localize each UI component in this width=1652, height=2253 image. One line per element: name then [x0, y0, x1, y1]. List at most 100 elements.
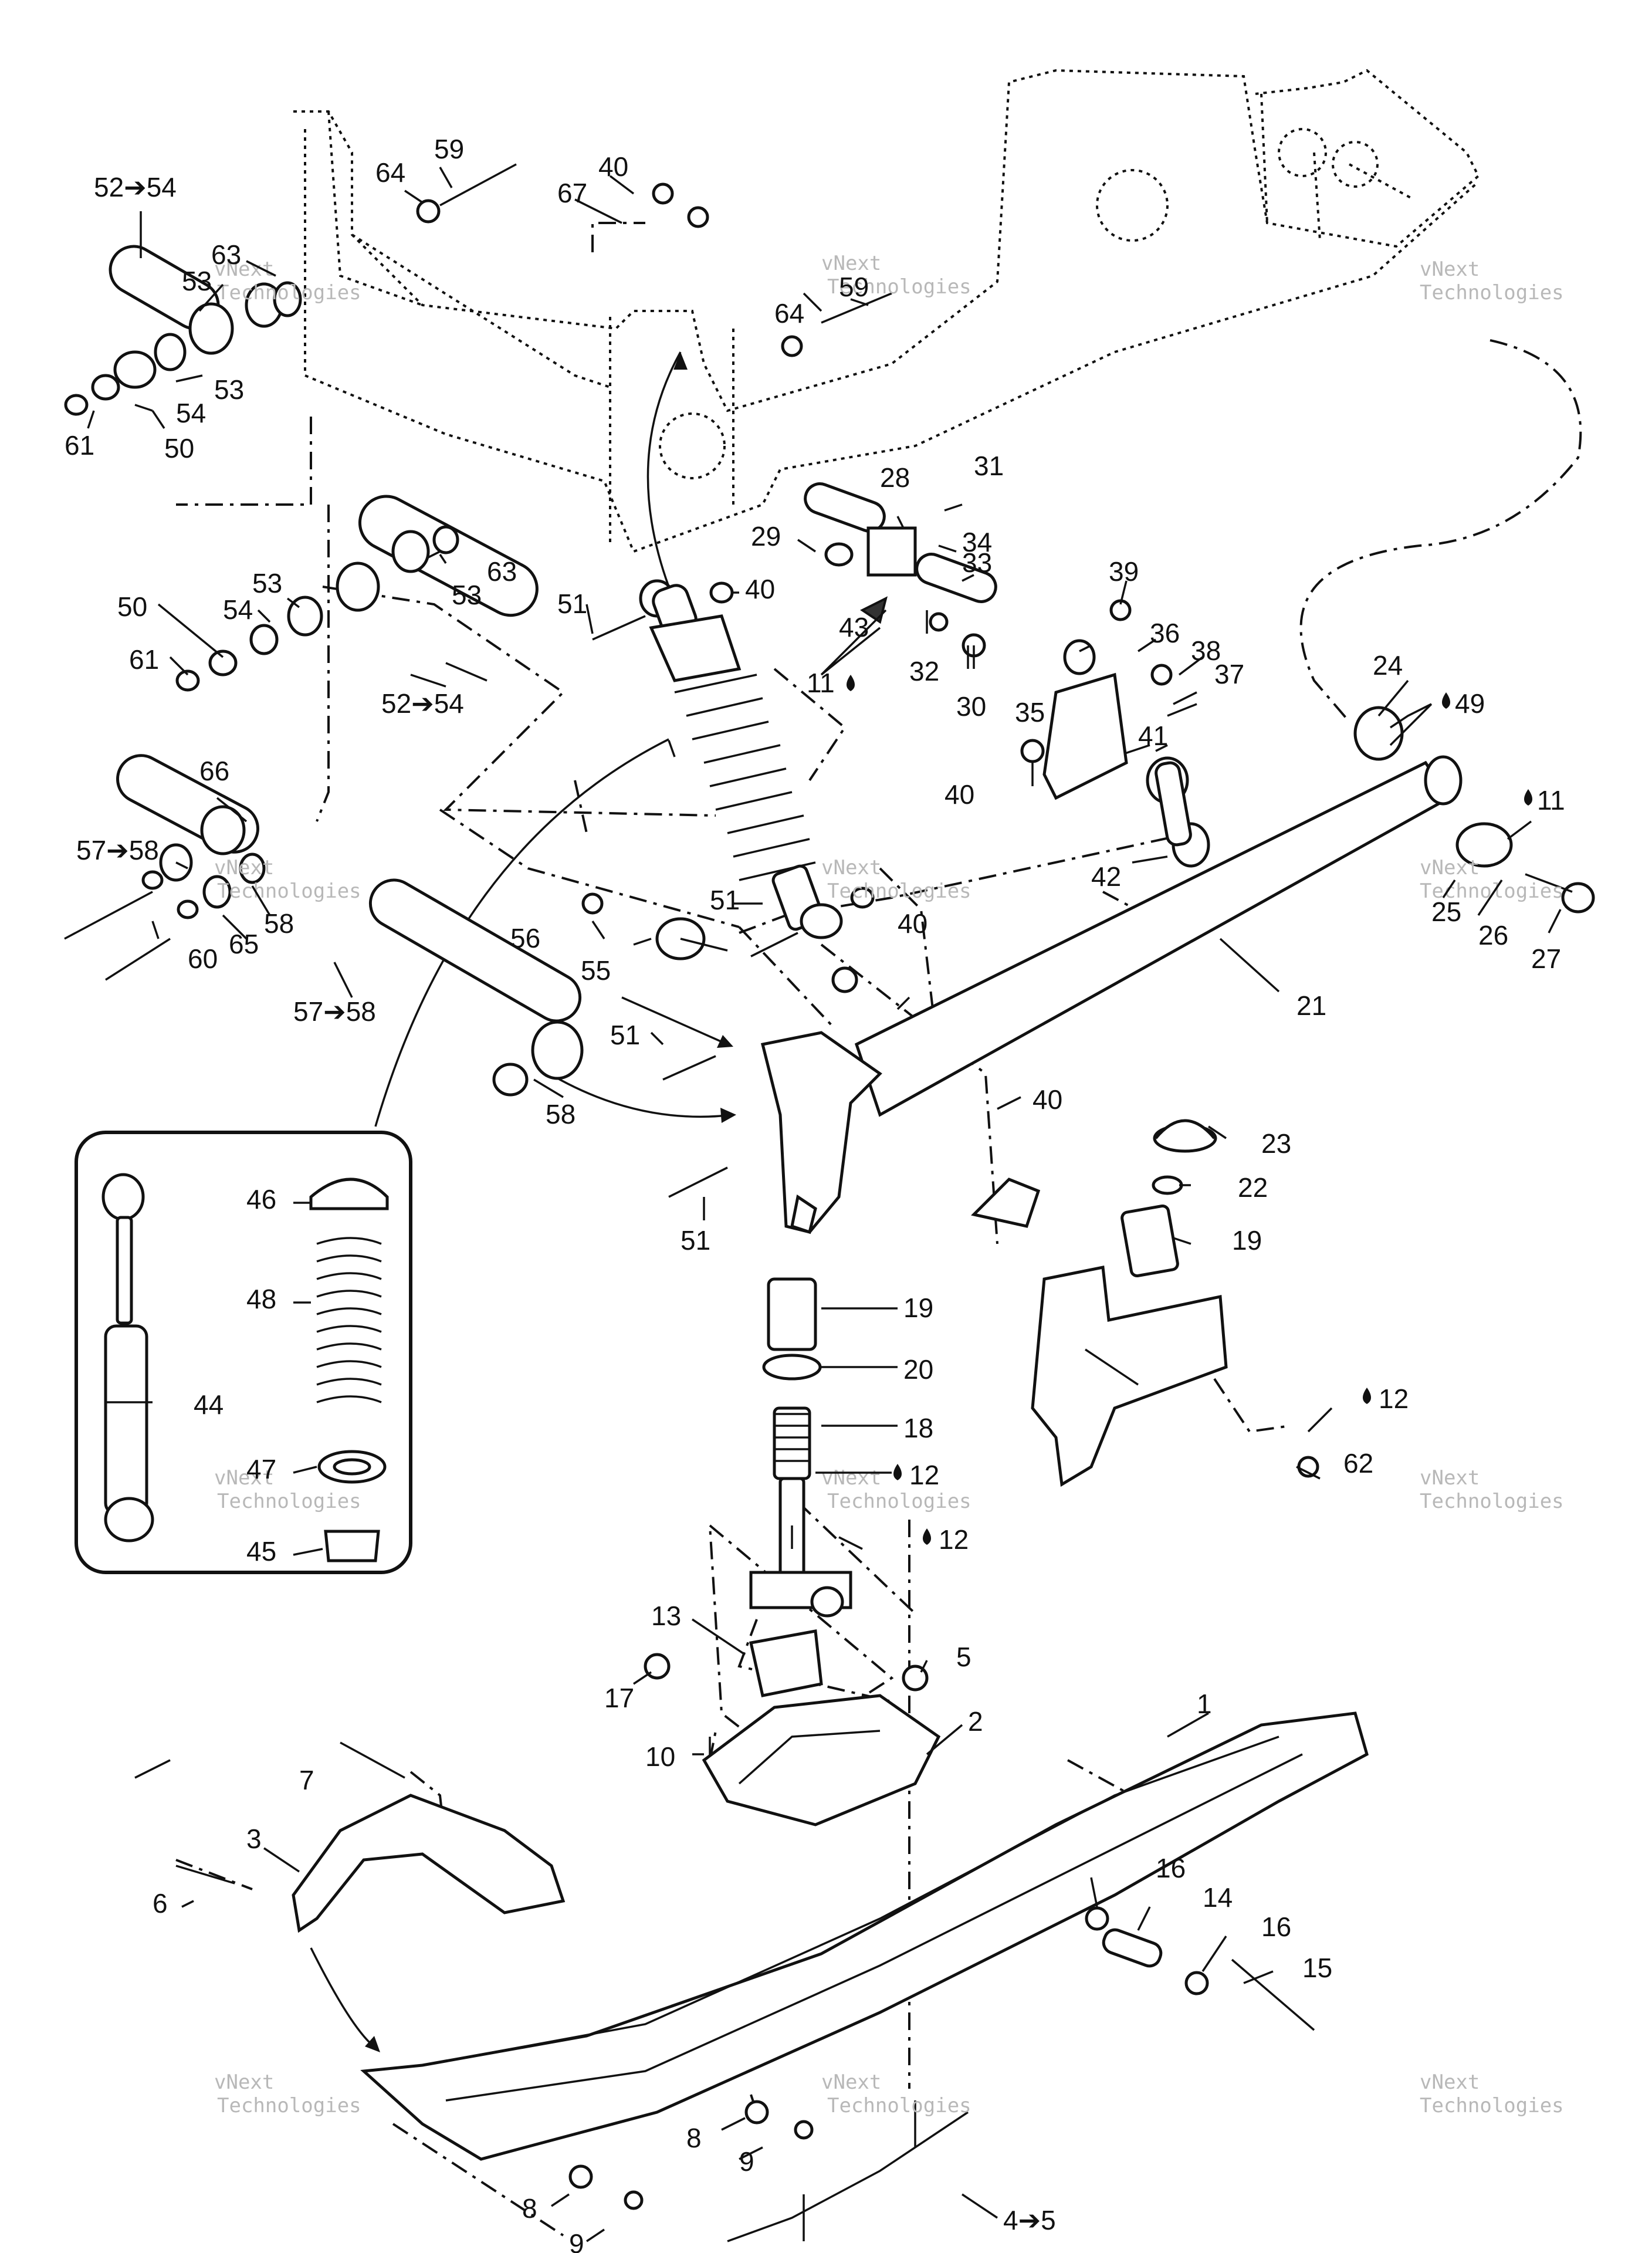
- watermark-text: vNext: [1420, 1466, 1480, 1490]
- callout-59: 59: [839, 272, 869, 302]
- callout-49: 49: [1455, 688, 1485, 719]
- callout-50: 50: [164, 433, 194, 464]
- callout-51: 51: [610, 1020, 640, 1050]
- callout-61: 61: [129, 644, 159, 675]
- callout-17: 17: [604, 1683, 634, 1713]
- callout-6: 6: [153, 1888, 168, 1919]
- callout-51: 51: [557, 588, 587, 619]
- callout-leaders: [87, 167, 1562, 2242]
- watermark-text: Technologies: [827, 2094, 971, 2117]
- spindle-housing-alt-view: [1031, 1266, 1228, 1487]
- callout-62: 62: [1343, 1448, 1373, 1479]
- grease-drop-icon: [1363, 1388, 1371, 1404]
- callout-40: 40: [945, 779, 974, 810]
- callout-43: 43: [839, 612, 869, 642]
- callout-58: 58: [546, 1099, 576, 1129]
- watermark-text: Technologies: [827, 879, 971, 903]
- callout-63: 63: [211, 239, 241, 270]
- assembly-arrows: [310, 351, 736, 2052]
- callout-10: 10: [645, 1741, 675, 1772]
- callout-42: 42: [1091, 861, 1121, 892]
- grease-drop-icon: [847, 675, 855, 691]
- callout-51: 51: [681, 1225, 710, 1256]
- callout-47: 47: [246, 1454, 276, 1484]
- watermark-text: vNext: [214, 856, 274, 879]
- callout-41: 41: [1138, 720, 1168, 751]
- callout-1: 1: [1197, 1689, 1212, 1719]
- watermark-text: Technologies: [827, 1490, 971, 1513]
- callout-40: 40: [898, 908, 927, 939]
- callout-52-54: 52➔54: [94, 172, 177, 202]
- watermark-text: Technologies: [1420, 2094, 1564, 2117]
- callout-13: 13: [651, 1601, 681, 1631]
- shock-inset-panel: [75, 1131, 412, 1574]
- callout-31: 31: [974, 451, 1004, 481]
- callout-4-5: 4➔5: [1003, 2205, 1056, 2235]
- callout-3: 3: [246, 1824, 262, 1854]
- callout-50: 50: [117, 591, 147, 622]
- watermark-text: vNext: [821, 1466, 881, 1490]
- stabilizer-link: [1042, 672, 1192, 847]
- callout-32: 32: [909, 656, 939, 686]
- callout-15: 15: [1302, 1953, 1332, 1983]
- bolts: [64, 163, 1573, 2031]
- callout-20: 20: [903, 1354, 933, 1385]
- callout-61: 61: [65, 430, 94, 461]
- callout-45: 45: [246, 1536, 276, 1567]
- lower-swing-arm: [760, 755, 1463, 1234]
- callout-19: 19: [1232, 1225, 1262, 1256]
- ski: [360, 1711, 1369, 2161]
- callout-40: 40: [598, 151, 628, 182]
- callout-9: 9: [739, 2146, 754, 2177]
- callout-8: 8: [686, 2123, 702, 2153]
- callout-8: 8: [522, 2193, 537, 2224]
- wear-bar: [727, 2100, 969, 2242]
- grease-drop-icon: [893, 1464, 902, 1480]
- watermark-text: Technologies: [1420, 1490, 1564, 1513]
- callout-12: 12: [1379, 1383, 1409, 1414]
- ski-pivot-parts: [1102, 1928, 1163, 1968]
- callout-53: 53: [214, 374, 244, 405]
- watermark-text: vNext: [821, 2071, 881, 2094]
- callout-11: 11: [1537, 785, 1565, 816]
- callout-54: 54: [223, 594, 253, 625]
- callout-22: 22: [1238, 1172, 1268, 1203]
- watermark-text: Technologies: [217, 2094, 361, 2117]
- callout-39: 39: [1109, 556, 1139, 587]
- callout-40: 40: [1032, 1084, 1062, 1115]
- callout-63: 63: [487, 556, 517, 587]
- upper-arm-tube: [109, 245, 584, 1080]
- callout-56: 56: [510, 923, 540, 953]
- callout-48: 48: [246, 1284, 276, 1314]
- watermark-text: Technologies: [217, 879, 361, 903]
- callout-59: 59: [434, 134, 464, 164]
- callout-11: 11: [807, 668, 835, 698]
- grease-drop-icon: [1442, 692, 1450, 709]
- callout-2: 2: [968, 1706, 983, 1737]
- callout-21: 21: [1296, 990, 1326, 1021]
- grease-drop-icons: [847, 675, 1532, 1545]
- callout-67: 67: [557, 178, 587, 208]
- callout-52-54: 52➔54: [381, 688, 464, 719]
- callout-16: 16: [1156, 1853, 1186, 1883]
- watermark-text: Technologies: [827, 275, 971, 299]
- callout-34: 34: [962, 527, 992, 557]
- callout-36: 36: [1150, 618, 1180, 648]
- watermark-text: Technologies: [1420, 879, 1564, 903]
- watermark-text: vNext: [1420, 856, 1480, 879]
- callout-5: 5: [956, 1642, 971, 1672]
- callout-54: 54: [176, 398, 206, 428]
- callout-64: 64: [375, 157, 405, 188]
- callout-24: 24: [1373, 650, 1403, 681]
- callout-28: 28: [880, 462, 910, 493]
- callout-53: 53: [182, 266, 212, 296]
- watermark-text: vNext: [214, 2071, 274, 2094]
- callout-12: 12: [939, 1524, 969, 1555]
- ski-handle: [292, 1794, 566, 1933]
- callout-66: 66: [199, 756, 229, 786]
- callout-16: 16: [1261, 1912, 1291, 1942]
- callout-40: 40: [745, 574, 775, 604]
- watermark-text: vNext: [821, 856, 881, 879]
- callout-9: 9: [569, 2228, 584, 2253]
